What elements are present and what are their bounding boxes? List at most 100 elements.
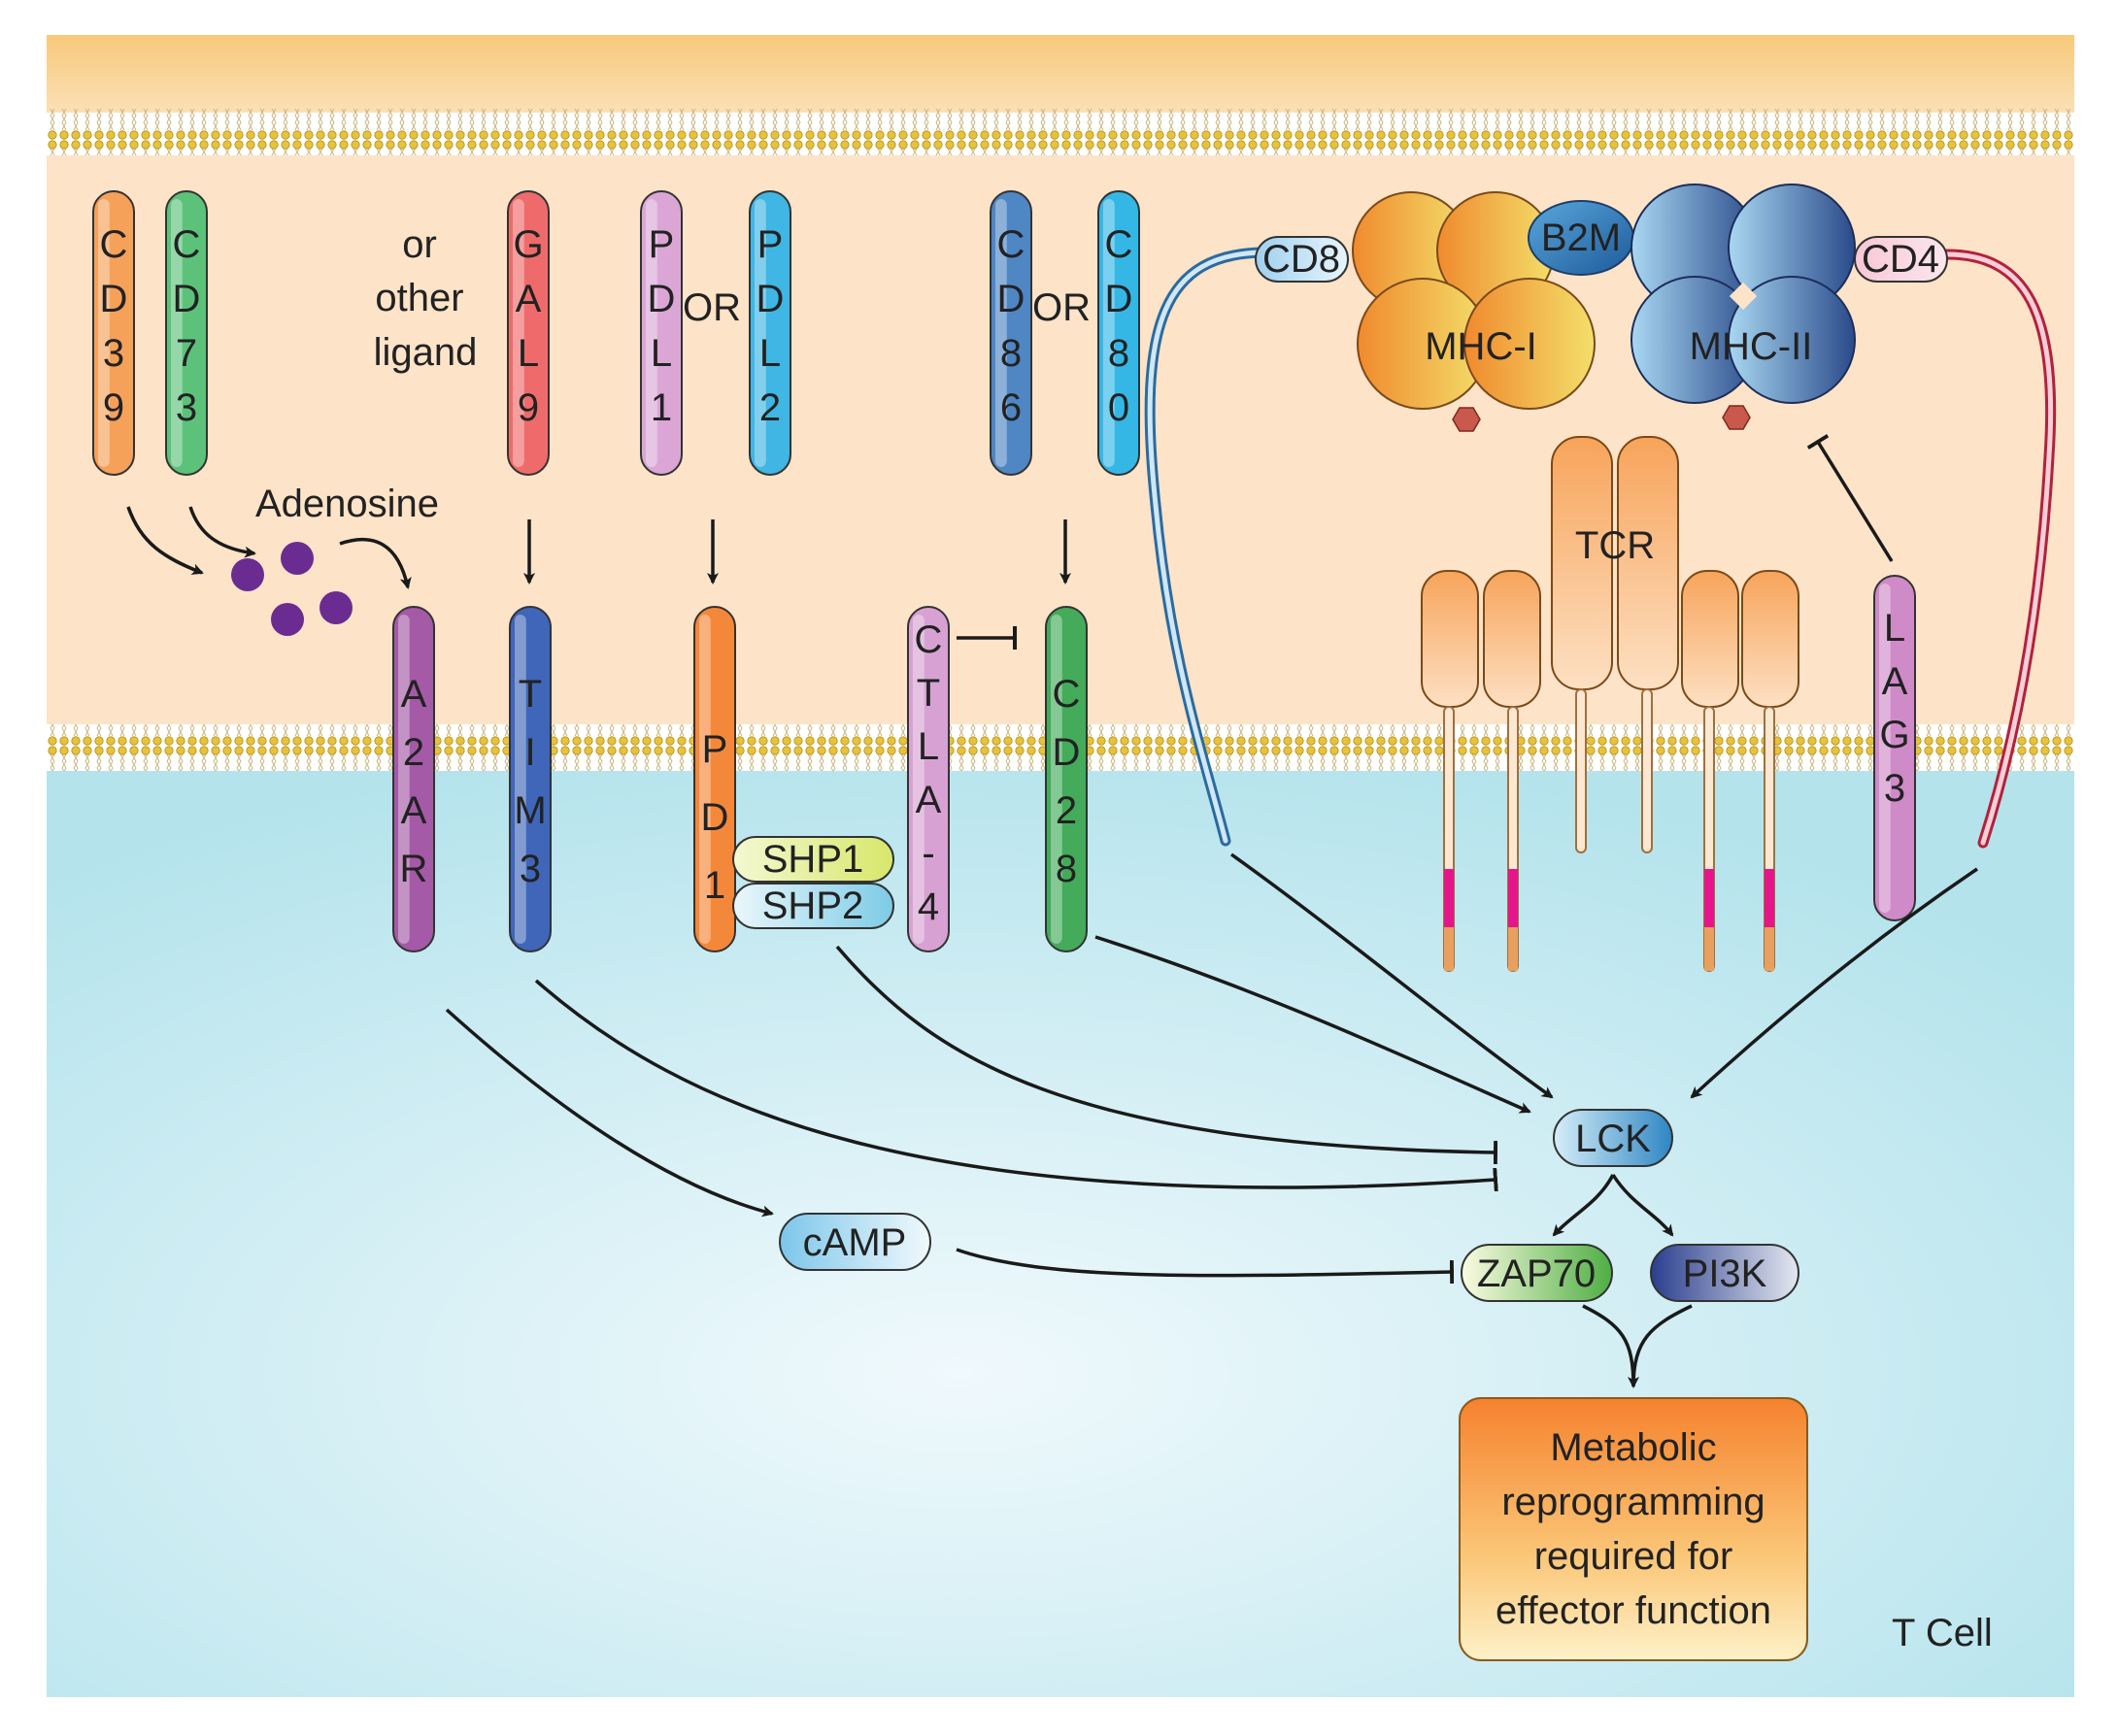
antigen-presenting-cell-region: [47, 35, 2074, 113]
a2ar-letter: A: [401, 673, 427, 716]
tim3-letter: T: [519, 673, 542, 716]
cd39-letter: D: [100, 278, 128, 320]
cd80-letter: D: [1105, 278, 1133, 320]
cd4-box: CD4: [1854, 236, 1948, 283]
pdl2-letter: L: [759, 332, 781, 375]
tim3-letter: 3: [520, 848, 541, 890]
or-other-ligand-line-2: other: [375, 277, 463, 319]
a2ar-letter: A: [401, 789, 427, 832]
outcome-line-4: effector function: [1496, 1589, 1771, 1632]
camp-label: cAMP: [803, 1221, 907, 1264]
or-other-ligand-line-1: or: [402, 223, 437, 266]
arrow-cd28-lck: [1094, 935, 1531, 1114]
shp1-label: SHP1: [762, 838, 864, 881]
arrow-cd4-lck: [1690, 867, 1978, 1099]
camp-box: cAMP: [779, 1213, 931, 1271]
inhibit-camp-zap70: [956, 1248, 1455, 1285]
mhc2-complex: MHC-II: [1631, 184, 1856, 430]
outcome-line-1: Metabolic: [1550, 1426, 1716, 1469]
lag3-letter: L: [1884, 607, 1905, 650]
upper-membrane: [47, 109, 2074, 155]
ctla4-letter: A: [916, 779, 942, 821]
pd1-letter: D: [701, 796, 729, 839]
inhibit-tim3-lck: [534, 979, 1498, 1192]
cd3-tails: [1443, 688, 1775, 972]
gal9-letter: L: [518, 332, 539, 375]
arrow-cd73-adenosine: [188, 506, 256, 558]
tim3-letter: I: [524, 731, 535, 774]
pd1-letter: P: [702, 728, 728, 771]
outcome-line-2: reprogramming: [1501, 1481, 1765, 1523]
cd73-letter: 7: [176, 332, 197, 375]
itam-motif: [1444, 869, 1454, 927]
cd39-letter: 9: [103, 386, 124, 429]
gal9-letter: G: [513, 223, 543, 266]
pd1-protein: PD 1: [693, 606, 736, 952]
pdl1-letter: L: [651, 332, 672, 375]
tcr-complex: TCR: [1421, 436, 1799, 972]
outcome-line-3: required for: [1534, 1535, 1733, 1578]
pdl2-protein: PDL 2: [749, 190, 791, 476]
cd39-letter: C: [100, 223, 128, 266]
pdl1-letter: 1: [651, 386, 672, 429]
cd86-letter: 8: [1000, 332, 1022, 375]
pdl2-letter: P: [757, 223, 784, 266]
b2m-box: B2M: [1528, 200, 1634, 276]
pd1-letter: 1: [704, 864, 725, 907]
or-label-pdl: OR: [683, 286, 741, 329]
cd86-letter: C: [997, 223, 1025, 266]
a2ar-letter: R: [400, 848, 428, 890]
arrow-pi3k-outcome: [1631, 1304, 1693, 1387]
lck-box: LCK: [1553, 1109, 1673, 1167]
lag3-letter: 3: [1884, 767, 1905, 810]
b2m-label: B2M: [1541, 217, 1621, 259]
ctla4-letter: 4: [918, 885, 939, 928]
lag3-letter: G: [1879, 714, 1909, 756]
pi3k-box: PI3K: [1650, 1244, 1799, 1302]
cd73-letter: C: [173, 223, 201, 266]
ctla4-letter: L: [918, 725, 939, 768]
itam-motif: [1508, 869, 1518, 927]
or-label-cd: OR: [1032, 286, 1091, 329]
pdl2-letter: 2: [759, 386, 781, 429]
adenosine-dot: [271, 603, 304, 636]
or-other-ligand-line-3: ligand: [374, 331, 478, 374]
t-cell-label: T Cell: [1892, 1612, 1993, 1654]
pathway-connectors: [126, 433, 1978, 1388]
pdl2-letter: D: [756, 278, 785, 320]
inhibit-lag3-mhc2: [1806, 433, 1894, 562]
cd80-letter: 0: [1108, 386, 1129, 429]
peptide-antigen: [1452, 407, 1481, 432]
cd4-label: CD4: [1862, 238, 1939, 281]
cd86-letter: 6: [1000, 386, 1022, 429]
itam-motif: [1704, 869, 1714, 927]
mhc2-label: MHC-II: [1690, 325, 1813, 368]
arrow-a2ar-camp: [445, 1008, 774, 1218]
cd8-label: CD8: [1262, 238, 1340, 281]
pdl1-letter: D: [648, 278, 676, 320]
zap70-box: ZAP70: [1461, 1244, 1613, 1302]
inhibit-shp-lck: [835, 945, 1498, 1165]
lag3-letter: A: [1882, 660, 1908, 703]
adenosine-dot: [319, 591, 353, 624]
gal9-letter: 9: [518, 386, 539, 429]
cd73-letter: D: [173, 278, 201, 320]
arrow-lck-pi3k: [1611, 1174, 1674, 1237]
mhc1-label: MHC-I: [1425, 325, 1537, 368]
ctla4-letter: -: [922, 832, 934, 875]
lck-label: LCK: [1575, 1118, 1651, 1160]
cd28-letter: C: [1053, 673, 1081, 716]
adenosine-dot: [281, 542, 314, 575]
cd73-letter: 3: [176, 386, 197, 429]
shp1-box: SHP1: [732, 836, 894, 883]
adenosine-dot: [231, 558, 264, 591]
lag3-protein: LAG 3: [1873, 575, 1916, 921]
a2ar-letter: 2: [403, 731, 424, 774]
